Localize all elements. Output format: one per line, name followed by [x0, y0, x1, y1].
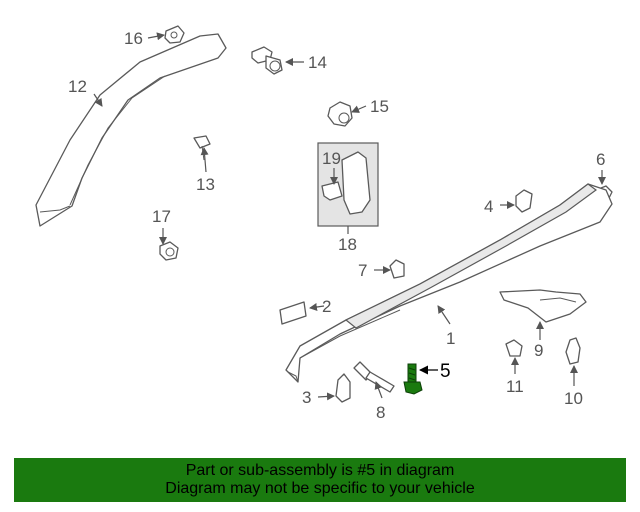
push-clip-part-3	[335, 373, 351, 403]
clip-part-16	[164, 25, 185, 44]
callout-11: 11	[506, 377, 524, 396]
callout-3: 3	[302, 388, 311, 407]
callout-9: 9	[534, 341, 543, 360]
clip-part-4	[515, 189, 533, 213]
callout-12: 12	[68, 77, 87, 96]
screw-part-14	[251, 46, 283, 75]
clip-part-10	[565, 337, 581, 365]
callout-18: 18	[338, 235, 357, 254]
callout-5: 5	[440, 361, 451, 382]
part-info-banner: Part or sub-assembly is #5 in diagram Di…	[14, 458, 626, 502]
rivet-part-8	[353, 361, 395, 393]
clip-part-11	[505, 339, 523, 357]
callout-13: 13	[196, 175, 215, 194]
callout-7: 7	[358, 261, 367, 280]
callout-10: 10	[564, 389, 583, 408]
a-pillar-trim-part-12	[35, 33, 227, 227]
clip-part-7	[389, 259, 405, 279]
banner-line-2: Diagram may not be specific to your vehi…	[165, 480, 475, 497]
label-part-2	[279, 301, 307, 325]
callout-14: 14	[308, 53, 327, 72]
callout-4: 4	[484, 197, 493, 216]
callout-19: 19	[322, 149, 341, 168]
banner-line-1: Part or sub-assembly is #5 in diagram	[185, 462, 455, 479]
bolt-part-5-highlighted	[403, 363, 423, 395]
callout-17: 17	[152, 207, 171, 226]
callout-6: 6	[596, 150, 605, 169]
callout-8: 8	[376, 403, 385, 422]
callout-2: 2	[322, 297, 331, 316]
clip-part-17	[159, 241, 179, 261]
rocker-molding-part-1	[285, 183, 613, 383]
callout-15: 15	[370, 97, 389, 116]
trim-panel-assembly-part-18	[317, 142, 379, 234]
pin-part-13	[193, 135, 211, 161]
callout-16: 16	[124, 29, 143, 48]
clip-part-15	[327, 101, 353, 127]
bracket-part-9	[499, 289, 587, 323]
leader-lines	[93, 32, 606, 401]
callout-1: 1	[446, 329, 455, 348]
